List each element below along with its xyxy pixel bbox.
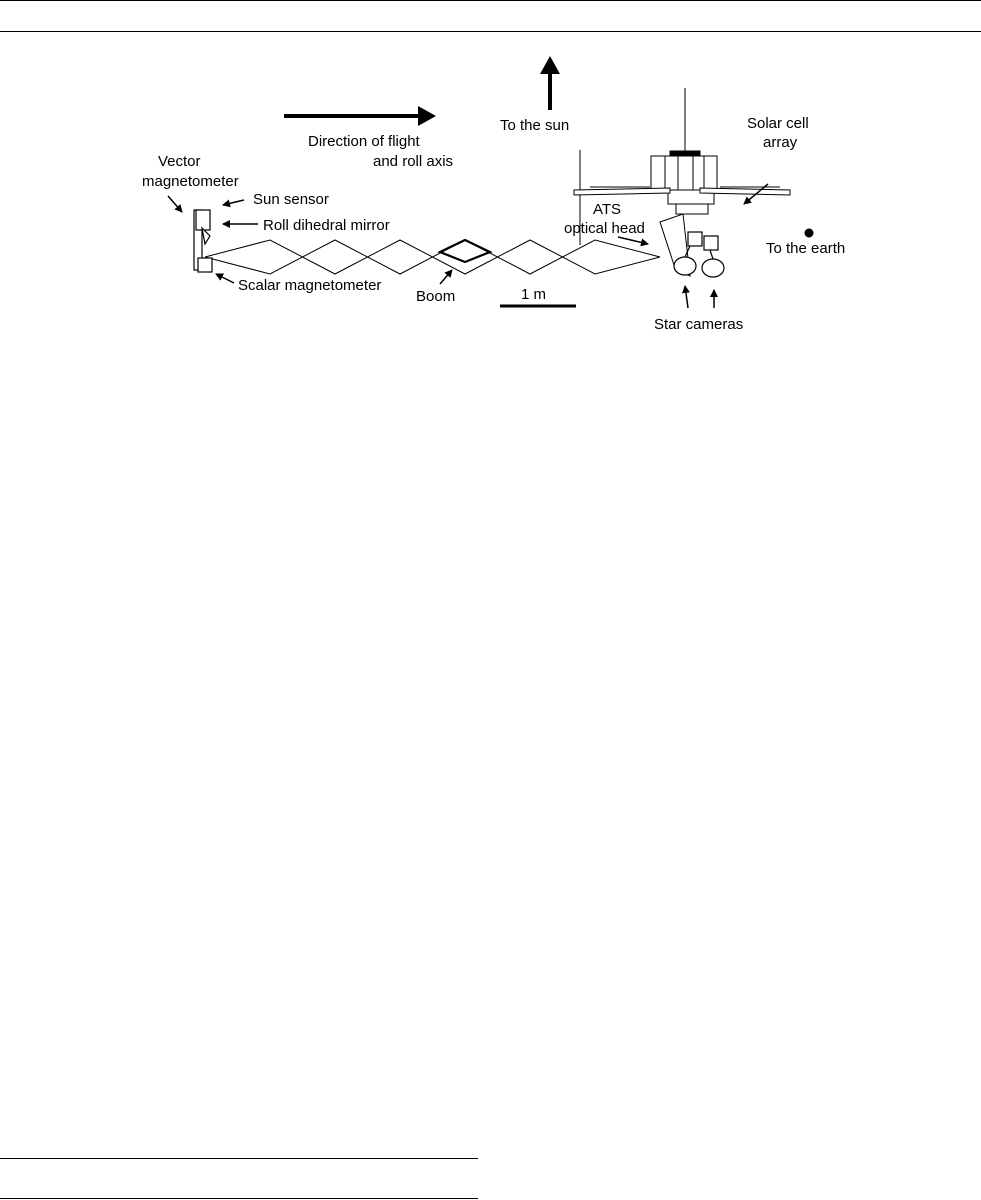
label-scalar-mag: Scalar magnetometer xyxy=(238,277,381,294)
label-sun-sensor: Sun sensor xyxy=(253,191,329,208)
label-ats-2: optical head xyxy=(564,220,645,237)
flight-direction-arrow xyxy=(284,106,436,126)
label-solar-2: array xyxy=(763,134,798,151)
boom-lattice xyxy=(205,240,660,274)
magnetometer-assembly xyxy=(194,210,212,272)
sun-direction-arrow xyxy=(540,56,560,110)
label-star-cameras: Star cameras xyxy=(654,316,743,333)
label-scale: 1 m xyxy=(521,286,546,303)
bottom-rule-1 xyxy=(0,1158,478,1159)
label-vector-2: magnetometer xyxy=(142,173,239,190)
label-to-earth: To the earth xyxy=(766,240,845,257)
label-to-sun: To the sun xyxy=(500,117,569,134)
satellite-diagram: Direction of flight and roll axis To the… xyxy=(0,0,981,360)
label-vector-1: Vector xyxy=(158,153,201,170)
label-ats-1: ATS xyxy=(593,201,621,218)
label-roll-mirror: Roll dihedral mirror xyxy=(263,217,390,234)
spacecraft-body xyxy=(580,88,717,276)
label-boom: Boom xyxy=(416,288,455,305)
label-flight-2: and roll axis xyxy=(373,153,453,170)
label-solar-1: Solar cell xyxy=(747,115,809,132)
earth-dot xyxy=(805,229,814,238)
label-flight-1: Direction of flight xyxy=(308,133,421,150)
bottom-rule-2 xyxy=(0,1198,478,1199)
